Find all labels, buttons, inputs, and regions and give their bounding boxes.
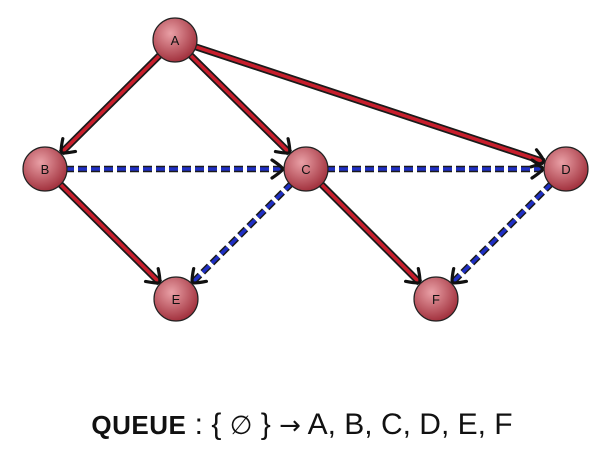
edges-layer [56,42,555,286]
node-f: F [413,276,459,322]
arrowhead [529,148,546,169]
queue-caption: QUEUE : { ∅ } → A, B, C, D, E, F [0,408,604,442]
node-label: F [432,292,440,307]
node-a: A [152,17,198,63]
tree-edge-a-b [58,51,164,156]
node-e: E [153,276,199,322]
arrowhead [403,266,422,285]
node-label: B [41,162,50,177]
arrowhead [190,266,209,285]
tree-edge-a-c [186,51,293,156]
empty-set-symbol: ∅ [229,411,253,441]
node-label: E [172,292,181,307]
cross-edge-d-f [449,180,555,286]
arrowhead [59,137,78,155]
node-b: B [22,146,68,192]
visit-sequence: A, B, C, D, E, F [307,408,513,441]
node-label: A [171,33,180,48]
node-c: C [283,146,329,192]
arrowhead [273,137,292,155]
open-brace: { [211,408,222,441]
arrow-symbol: → [279,411,301,441]
queue-colon: : [194,408,204,441]
arrowhead [270,158,285,180]
arrowhead [450,266,469,285]
arrowhead [143,267,162,285]
tree-edge-b-e [56,180,163,286]
cross-edge-b-c [65,158,285,180]
cross-edge-c-d [326,158,545,180]
arrowhead [530,158,545,180]
queue-label: QUEUE [91,410,187,440]
cross-edge-c-e [189,180,295,286]
nodes-layer: A B C D E F [22,17,589,322]
tree-edge-c-f [317,180,423,286]
node-d: D [543,146,589,192]
tree-edge-a-d [192,42,546,169]
close-brace: } [260,408,271,441]
node-label: D [561,162,570,177]
node-label: C [301,162,310,177]
